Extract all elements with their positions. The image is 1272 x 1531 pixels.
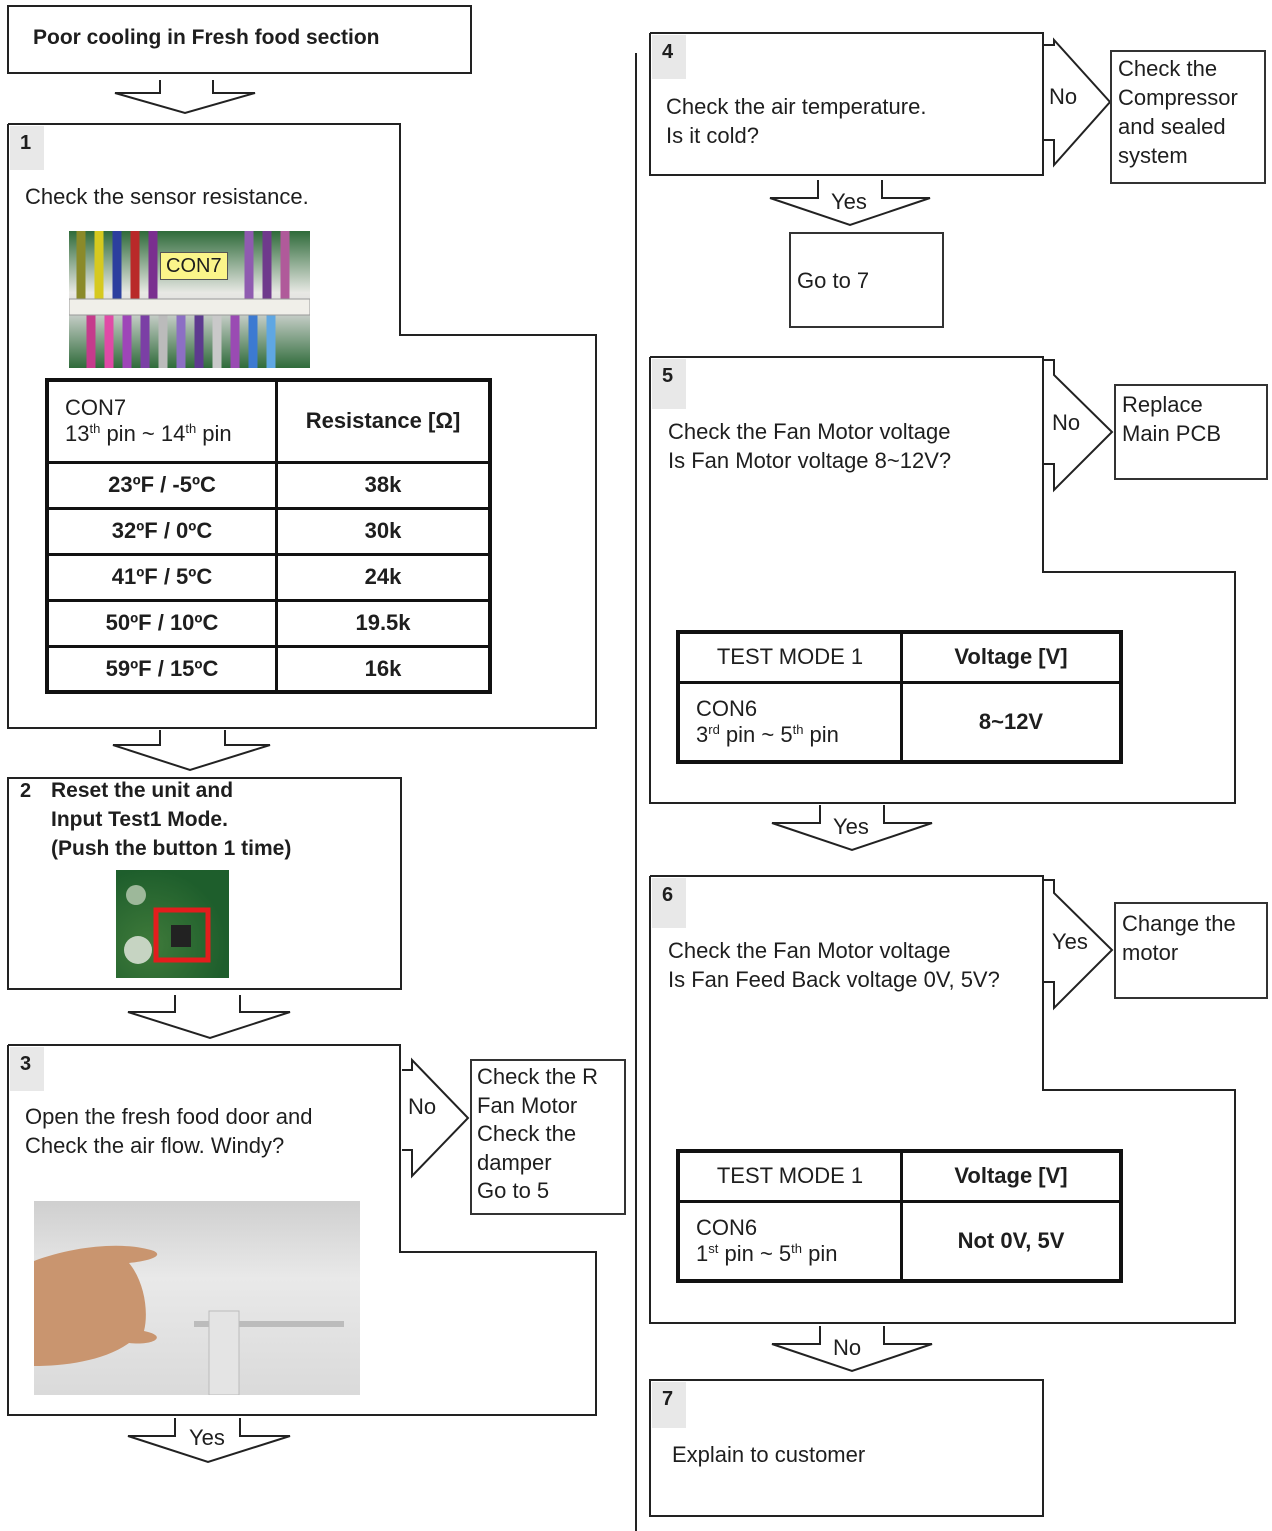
arrow-label-yes: Yes xyxy=(1052,929,1088,954)
arrow-label-no: No xyxy=(833,1335,862,1360)
table-cell: 38k xyxy=(275,460,492,510)
step2-line1: Reset the unit and xyxy=(51,779,234,802)
table-cell: 19.5k xyxy=(275,598,492,648)
table-cell: 23ºF / -5ºC xyxy=(45,460,278,510)
voltage-table-5: TEST MODE 1 Voltage [V] CON6 3rd pin ~ 5… xyxy=(676,630,1123,764)
right-arrow-5 xyxy=(1044,359,1114,493)
table-cell: 8~12V xyxy=(900,680,1123,764)
sensor-table-header-resistance: Resistance [Ω] xyxy=(275,378,492,464)
step6-outline xyxy=(649,875,1236,1324)
table-header: Voltage [V] xyxy=(900,1149,1123,1203)
table-header: Voltage [V] xyxy=(900,630,1123,684)
connector-wires-icon xyxy=(69,231,310,368)
pcb-photo xyxy=(116,870,229,978)
step-number: 1 xyxy=(10,126,44,170)
step6-line1: Check the Fan Motor voltage xyxy=(668,938,951,963)
table-cell: 50ºF / 10ºC xyxy=(45,598,278,648)
step2-line3: (Push the button 1 time) xyxy=(51,837,292,860)
goto7-box: Go to 7 xyxy=(789,232,944,328)
table-cell: Not 0V, 5V xyxy=(900,1199,1123,1283)
hand-icon xyxy=(34,1245,344,1395)
arrow-label-no: No xyxy=(1052,410,1081,435)
step1-text: Check the sensor resistance. xyxy=(25,184,309,209)
table-header: TEST MODE 1 xyxy=(676,1149,903,1203)
step3-line2: Check the air flow. Windy? xyxy=(25,1133,285,1158)
step-number: 2 xyxy=(20,780,32,802)
arrow-label-yes: Yes xyxy=(833,814,869,839)
table-header: TEST MODE 1 xyxy=(676,630,903,684)
step4-side-box: Check the Compressor and sealed system xyxy=(1110,50,1266,184)
pcb-button-icon xyxy=(124,885,211,964)
step3-outline xyxy=(7,1044,597,1416)
step-number: 3 xyxy=(10,1047,44,1091)
right-arrow-6 xyxy=(1044,879,1114,1011)
down-arrow-6 xyxy=(771,1326,933,1373)
down-arrow-4 xyxy=(769,180,931,227)
step2-line2: Input Test1 Mode. xyxy=(51,808,228,831)
step7-outline xyxy=(649,1379,1044,1517)
step5-outline xyxy=(649,356,1236,804)
table-cell: 41ºF / 5ºC xyxy=(45,552,278,602)
table-cell: 59ºF / 15ºC xyxy=(45,644,278,694)
step2-outline xyxy=(7,777,402,990)
right-arrow-3 xyxy=(402,1057,470,1179)
sensor-table-header-con: CON7 13th pin ~ 14th pin xyxy=(45,378,278,464)
arrow-label-no: No xyxy=(1049,84,1078,109)
down-arrow-5 xyxy=(771,805,933,852)
airflow-photo xyxy=(34,1201,360,1395)
table-cell: 24k xyxy=(275,552,492,602)
arrow-label-yes: Yes xyxy=(189,1425,225,1450)
table-cell: 30k xyxy=(275,506,492,556)
step4-outline xyxy=(649,32,1044,176)
arrow-label-yes: Yes xyxy=(831,189,867,214)
step6-line2: Is Fan Feed Back voltage 0V, 5V? xyxy=(668,967,1000,992)
step-number: 5 xyxy=(652,359,686,409)
step-number: 6 xyxy=(652,878,686,928)
down-arrow-3 xyxy=(127,1418,291,1464)
step4-line1: Check the air temperature. xyxy=(666,94,927,119)
table-cell: CON6 1st pin ~ 5th pin xyxy=(676,1199,903,1283)
step4-line2: Is it cold? xyxy=(666,123,759,148)
down-arrow-1 xyxy=(112,730,271,772)
step5-line2: Is Fan Motor voltage 8~12V? xyxy=(668,448,952,473)
step5-line1: Check the Fan Motor voltage xyxy=(668,419,951,444)
table-cell: 16k xyxy=(275,644,492,694)
table-cell: CON6 3rd pin ~ 5th pin xyxy=(676,680,903,764)
step-number: 4 xyxy=(652,35,686,79)
step5-side-box: Replace Main PCB xyxy=(1114,384,1268,480)
step6-side-box: Change the motor xyxy=(1114,902,1268,999)
title-box-outline xyxy=(7,5,472,74)
down-arrow-title xyxy=(114,80,256,115)
step-number: 7 xyxy=(652,1382,686,1428)
voltage-table-6: TEST MODE 1 Voltage [V] CON6 1st pin ~ 5… xyxy=(676,1149,1123,1283)
arrow-label-no: No xyxy=(408,1094,437,1119)
step7-text: Explain to customer xyxy=(672,1442,866,1467)
down-arrow-2 xyxy=(127,995,291,1040)
connector-label: CON7 xyxy=(160,252,228,280)
step3-line1: Open the fresh food door and xyxy=(25,1104,313,1129)
title: Poor cooling in Fresh food section xyxy=(33,26,380,49)
connector-photo: CON7 xyxy=(69,231,310,368)
sensor-resistance-table: CON7 13th pin ~ 14th pin Resistance [Ω] … xyxy=(45,378,492,694)
table-cell: 32ºF / 0ºC xyxy=(45,506,278,556)
step1-outline xyxy=(7,123,597,729)
step3-side-box: Check the R Fan Motor Check the damper G… xyxy=(470,1059,626,1215)
